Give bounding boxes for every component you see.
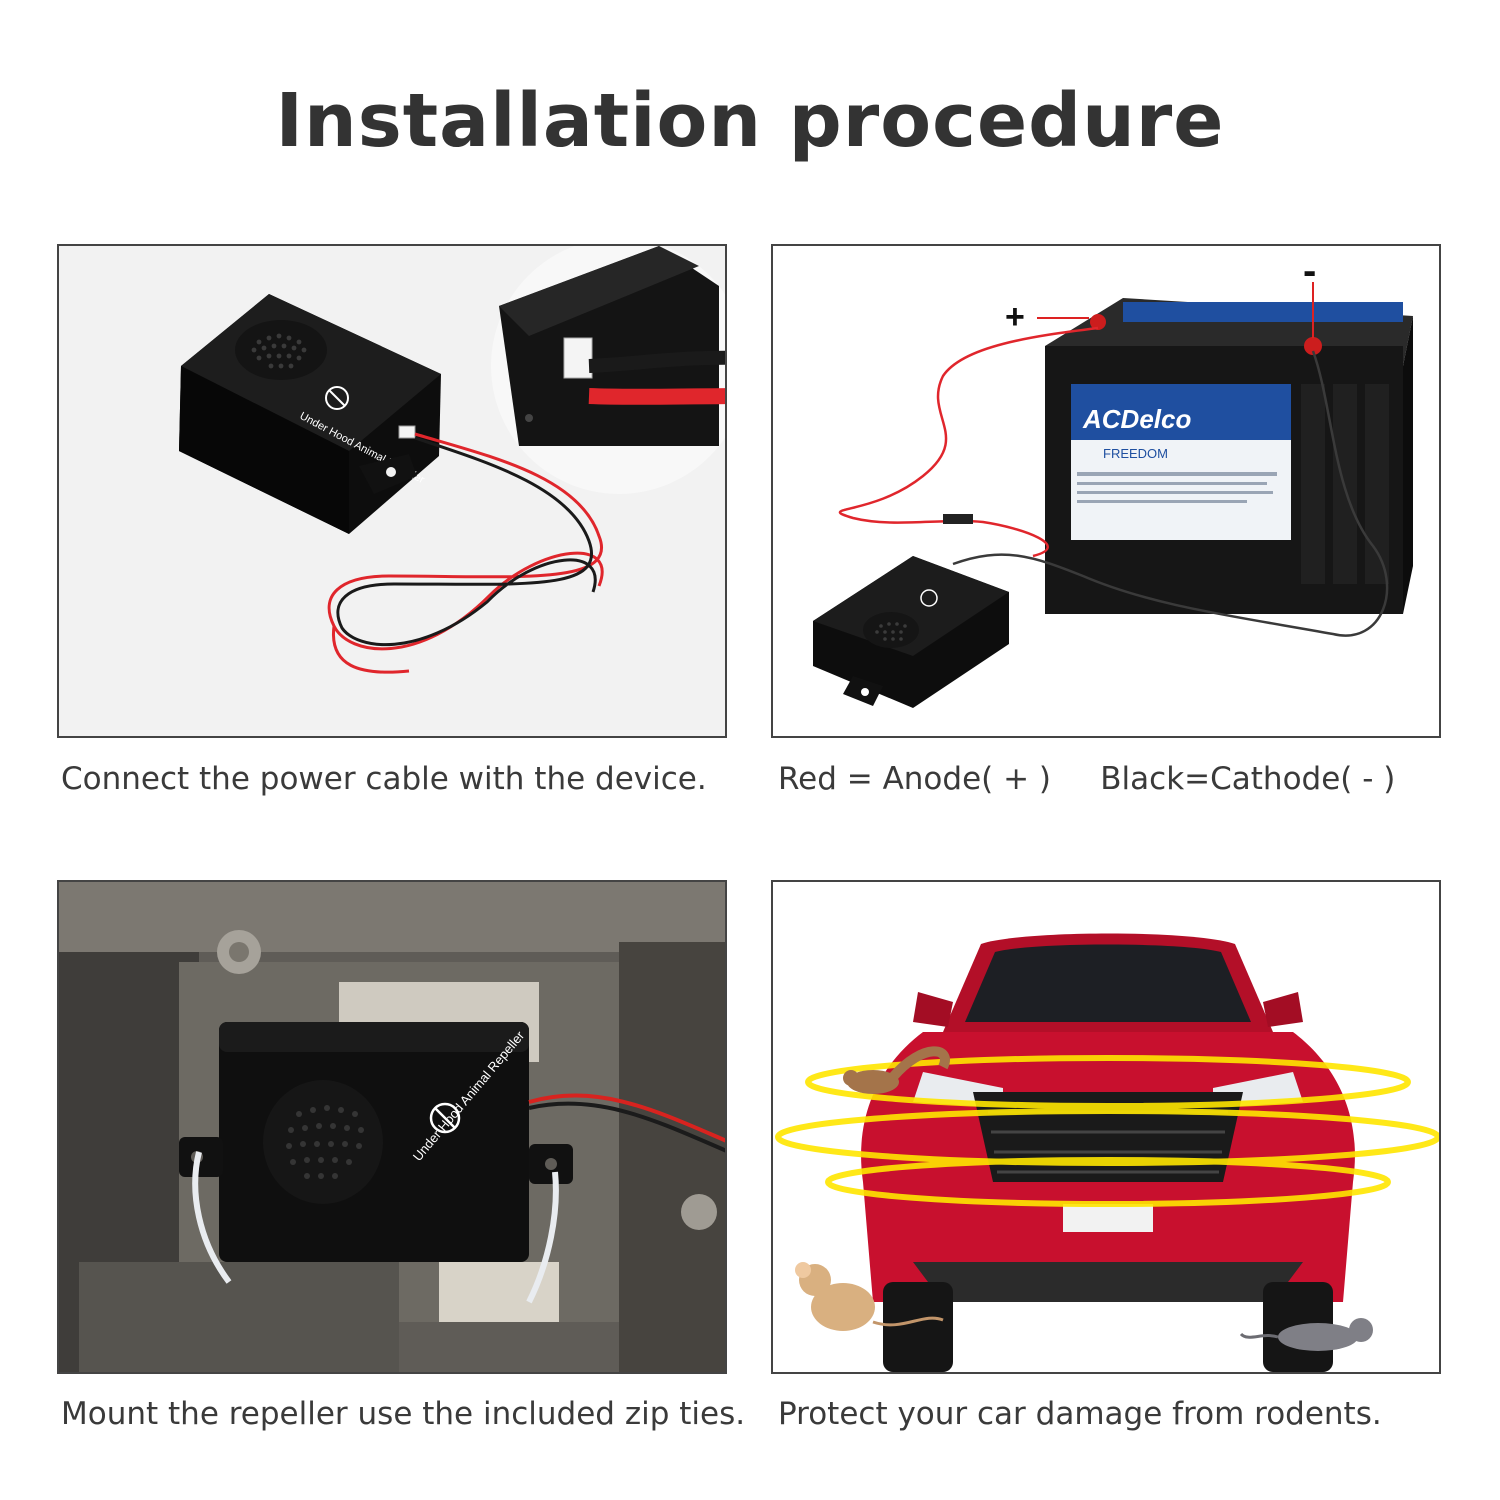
step-4-image — [771, 880, 1441, 1374]
power-cable — [327, 432, 604, 674]
zip-tie — [192, 1151, 232, 1284]
repeller-device: Under Hood Animal Repeller — [179, 1022, 573, 1262]
battery-cables — [838, 326, 1389, 637]
squirrel-figure — [843, 1046, 950, 1094]
negative-terminal — [1304, 337, 1322, 355]
no-animal-icon — [429, 1102, 461, 1134]
step-3-image: Under Hood Animal Repeller — [57, 880, 727, 1374]
step-1-image: Under Hood Animal Repeller — [57, 244, 727, 738]
minus-label: - — [1303, 249, 1316, 293]
connector-closeup — [491, 246, 725, 494]
car-battery: ACDelco FREEDOM — [1045, 298, 1413, 614]
plus-label: + — [1005, 298, 1025, 336]
positive-terminal — [1090, 314, 1106, 330]
repeller-device — [813, 556, 1009, 708]
page-title: Installation procedure — [275, 78, 1225, 164]
mouse-figure-right — [1239, 1318, 1373, 1351]
repeller-device: Under Hood Animal Repeller — [179, 294, 441, 534]
step-1-caption: Connect the power cable with the device. — [61, 761, 707, 797]
step-3-caption: Mount the repeller use the included zip … — [61, 1396, 746, 1432]
ultrasonic-waves — [775, 1055, 1439, 1207]
battery-brand: ACDelco — [1082, 404, 1191, 434]
mouse-figure-left — [795, 1262, 944, 1331]
step-4-caption: Protect your car damage from rodents. — [778, 1396, 1382, 1432]
step-2-image: ACDelco FREEDOM + - — [771, 244, 1441, 738]
zip-tie — [526, 1171, 559, 1304]
speaker-grill — [235, 320, 327, 380]
battery-line: FREEDOM — [1103, 446, 1168, 461]
step-2-caption: Red = Anode( + ) Black=Cathode( - ) — [778, 761, 1396, 797]
no-animal-icon — [920, 589, 938, 607]
no-animal-icon — [325, 386, 349, 410]
